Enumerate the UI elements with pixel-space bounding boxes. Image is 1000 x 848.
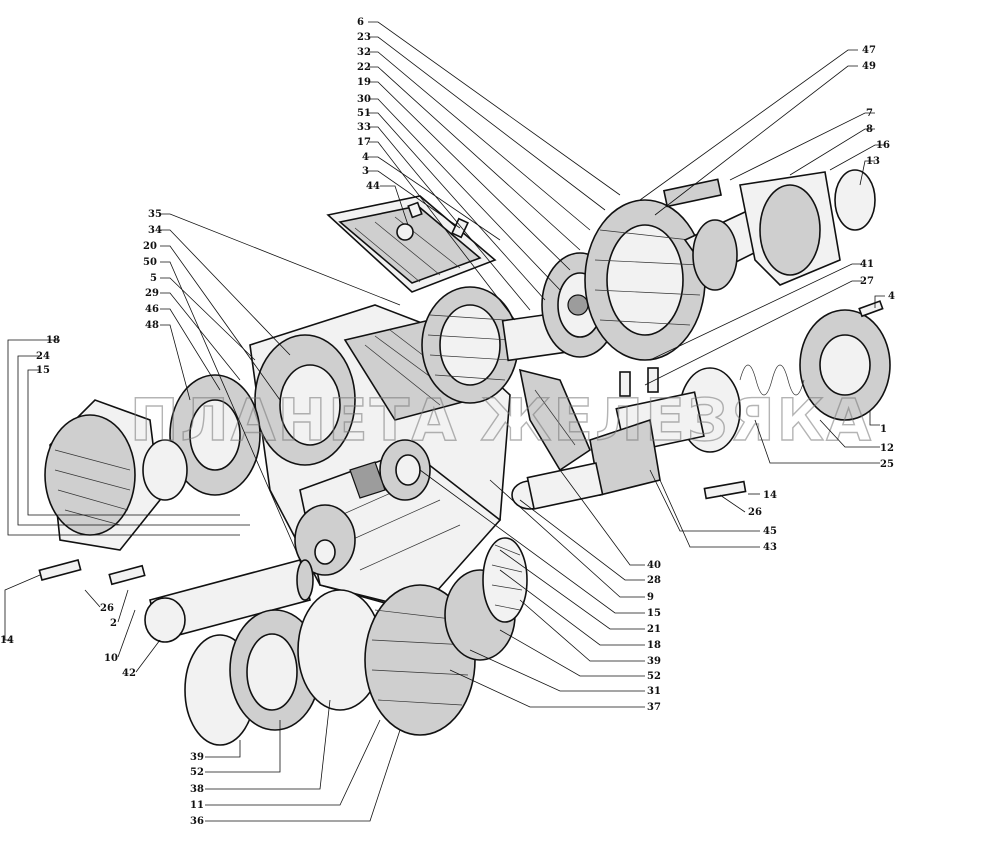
callout-43: 43 [763, 542, 777, 553]
callout-2: 2 [110, 618, 117, 629]
callout-45: 45 [763, 526, 777, 537]
ring-gear-carrier [584, 199, 706, 361]
callout-labels: 6 23 32 22 19 30 51 33 17 4 3 44 35 34 2… [0, 17, 895, 827]
callout-18-left: 18 [46, 335, 60, 346]
callout-9: 9 [647, 592, 654, 603]
callout-35: 35 [148, 209, 162, 220]
callout-28: 28 [647, 575, 661, 586]
callout-20: 20 [143, 241, 157, 252]
callout-11: 11 [190, 800, 204, 811]
flange-and-spring-right [511, 309, 891, 510]
callout-32: 32 [357, 47, 371, 58]
callout-18-right: 18 [647, 640, 661, 651]
callout-5: 5 [150, 273, 157, 284]
callout-24: 24 [36, 351, 50, 362]
callout-34: 34 [148, 225, 162, 236]
callout-22: 22 [357, 62, 371, 73]
callout-39-bottom: 39 [190, 752, 204, 763]
callout-25: 25 [880, 459, 894, 470]
callout-3: 3 [362, 166, 369, 177]
callout-4-top: 4 [362, 152, 369, 163]
left-end-cover [44, 399, 161, 551]
callout-38: 38 [190, 784, 204, 795]
lower-bearing-and-gears [184, 537, 528, 746]
callout-42: 42 [122, 668, 136, 679]
callout-17: 17 [357, 137, 371, 148]
callout-8: 8 [866, 124, 873, 135]
callout-41: 41 [860, 259, 874, 270]
callout-6: 6 [357, 17, 364, 28]
callout-27: 27 [860, 276, 874, 287]
callout-13: 13 [866, 156, 880, 167]
callout-39-right: 39 [647, 656, 661, 667]
callout-4-right: 4 [888, 291, 895, 302]
callout-23: 23 [357, 32, 371, 43]
callout-33: 33 [357, 122, 371, 133]
callout-44: 44 [366, 181, 380, 192]
output-shaft-upper [662, 169, 876, 291]
callout-46: 46 [145, 304, 159, 315]
callout-52-bottom: 52 [190, 767, 204, 778]
watermark-text: ПЛАНЕТА ЖЕЛЕЗЯКА [130, 386, 873, 454]
lower-output-shaft [144, 559, 314, 643]
callout-26-right: 26 [748, 507, 762, 518]
callout-14-right: 14 [763, 490, 777, 501]
leader-lines [4, 21, 885, 822]
callout-21: 21 [647, 624, 661, 635]
callout-36: 36 [190, 816, 204, 827]
callout-47: 47 [862, 45, 876, 56]
callout-16: 16 [876, 140, 890, 151]
callout-12: 12 [880, 443, 894, 454]
callout-26-left: 26 [100, 603, 114, 614]
callout-49: 49 [862, 61, 876, 72]
callout-40: 40 [647, 560, 661, 571]
callout-7: 7 [866, 108, 873, 119]
callout-1: 1 [880, 424, 887, 435]
callout-15-left: 15 [36, 365, 50, 376]
callout-19: 19 [357, 77, 371, 88]
callout-30: 30 [357, 94, 371, 105]
callout-10: 10 [104, 653, 118, 664]
callout-48: 48 [145, 320, 159, 331]
callout-52-right: 52 [647, 671, 661, 682]
callout-31: 31 [647, 686, 661, 697]
shift-fork [518, 368, 591, 472]
left-bearing [142, 374, 261, 501]
parts-illustration [38, 169, 891, 746]
top-cover-plate [326, 195, 497, 293]
callout-51: 51 [357, 108, 371, 119]
bolts [38, 300, 884, 586]
callout-15-right: 15 [647, 608, 661, 619]
callout-14-left: 14 [0, 635, 14, 646]
callout-50: 50 [143, 257, 157, 268]
callout-29: 29 [145, 288, 159, 299]
callout-37: 37 [647, 702, 661, 713]
